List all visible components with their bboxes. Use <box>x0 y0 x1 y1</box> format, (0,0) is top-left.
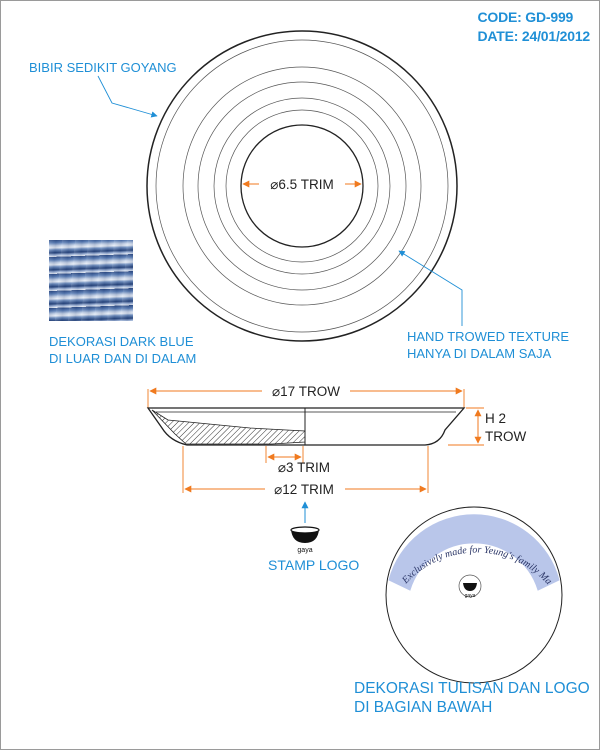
texture-ring-4 <box>213 97 391 275</box>
texture-ring-5 <box>225 109 379 263</box>
stamp-logo-label: gaya <box>297 547 312 554</box>
bottom-callout-line2: DI BAGIAN BAWAH <box>354 699 493 716</box>
stamp-callout: STAMP LOGO <box>268 557 359 574</box>
inner-trim-label: ⌀6.5 TRIM <box>270 177 333 192</box>
header-meta: CODE: GD-999 DATE: 24/01/2012 <box>478 8 591 46</box>
decor-callout-line1: DEKORASI DARK BLUE <box>49 334 194 349</box>
texture-callout: HAND TROWED TEXTURE HANYA DI DALAM SAJA <box>407 328 569 362</box>
height-label-2: TROW <box>485 429 526 444</box>
bottom-decoration-callout: DEKORASI TULISAN DAN LOGO DI BAGIAN BAWA… <box>354 679 590 717</box>
plate-outer-rim <box>146 30 458 342</box>
texture-callout-line2: HANYA DI DALAM SAJA <box>407 346 552 361</box>
texture-leader <box>398 250 463 326</box>
outer-trow-label: ⌀17 TROW <box>272 384 340 399</box>
inscription-band <box>388 514 560 591</box>
section-hatch <box>151 409 306 445</box>
texture-ring-3 <box>197 81 407 291</box>
stamp-logo: gaya <box>290 526 320 554</box>
decor-callout: DEKORASI DARK BLUE DI LUAR DAN DI DALAM <box>49 333 196 367</box>
product-code: CODE: GD-999 <box>477 9 574 25</box>
base-trim-label: ⌀12 TRIM <box>274 482 334 497</box>
rim-callout-text: BIBIR SEDIKIT GOYANG <box>29 60 177 75</box>
bottom-callout-line1: DEKORASI TULISAN DAN LOGO <box>354 680 590 697</box>
bottom-logo-label: gaya <box>465 593 476 599</box>
foot-trim-label: ⌀3 TRIM <box>278 460 330 475</box>
texture-ring-2 <box>182 66 422 306</box>
rim-leader <box>97 75 158 118</box>
rim-callout: BIBIR SEDIKIT GOYANG <box>29 59 177 76</box>
decor-callout-line2: DI LUAR DAN DI DALAM <box>49 351 197 366</box>
dark-blue-decoration-swatch <box>49 240 133 321</box>
texture-callout-line1: HAND TROWED TEXTURE <box>407 329 570 344</box>
height-label-1: H 2 <box>485 411 506 426</box>
top-view: ⌀6.5 TRIM <box>146 30 458 342</box>
stamp-callout-text: STAMP LOGO <box>268 557 360 573</box>
drawing-date: DATE: 24/01/2012 <box>477 28 591 44</box>
bowl-icon <box>463 583 477 591</box>
section-view: ⌀17 TROW H 2 TROW ⌀3 TRIM ⌀12 TRIM <box>146 382 526 498</box>
texture-ring-1 <box>155 39 449 333</box>
